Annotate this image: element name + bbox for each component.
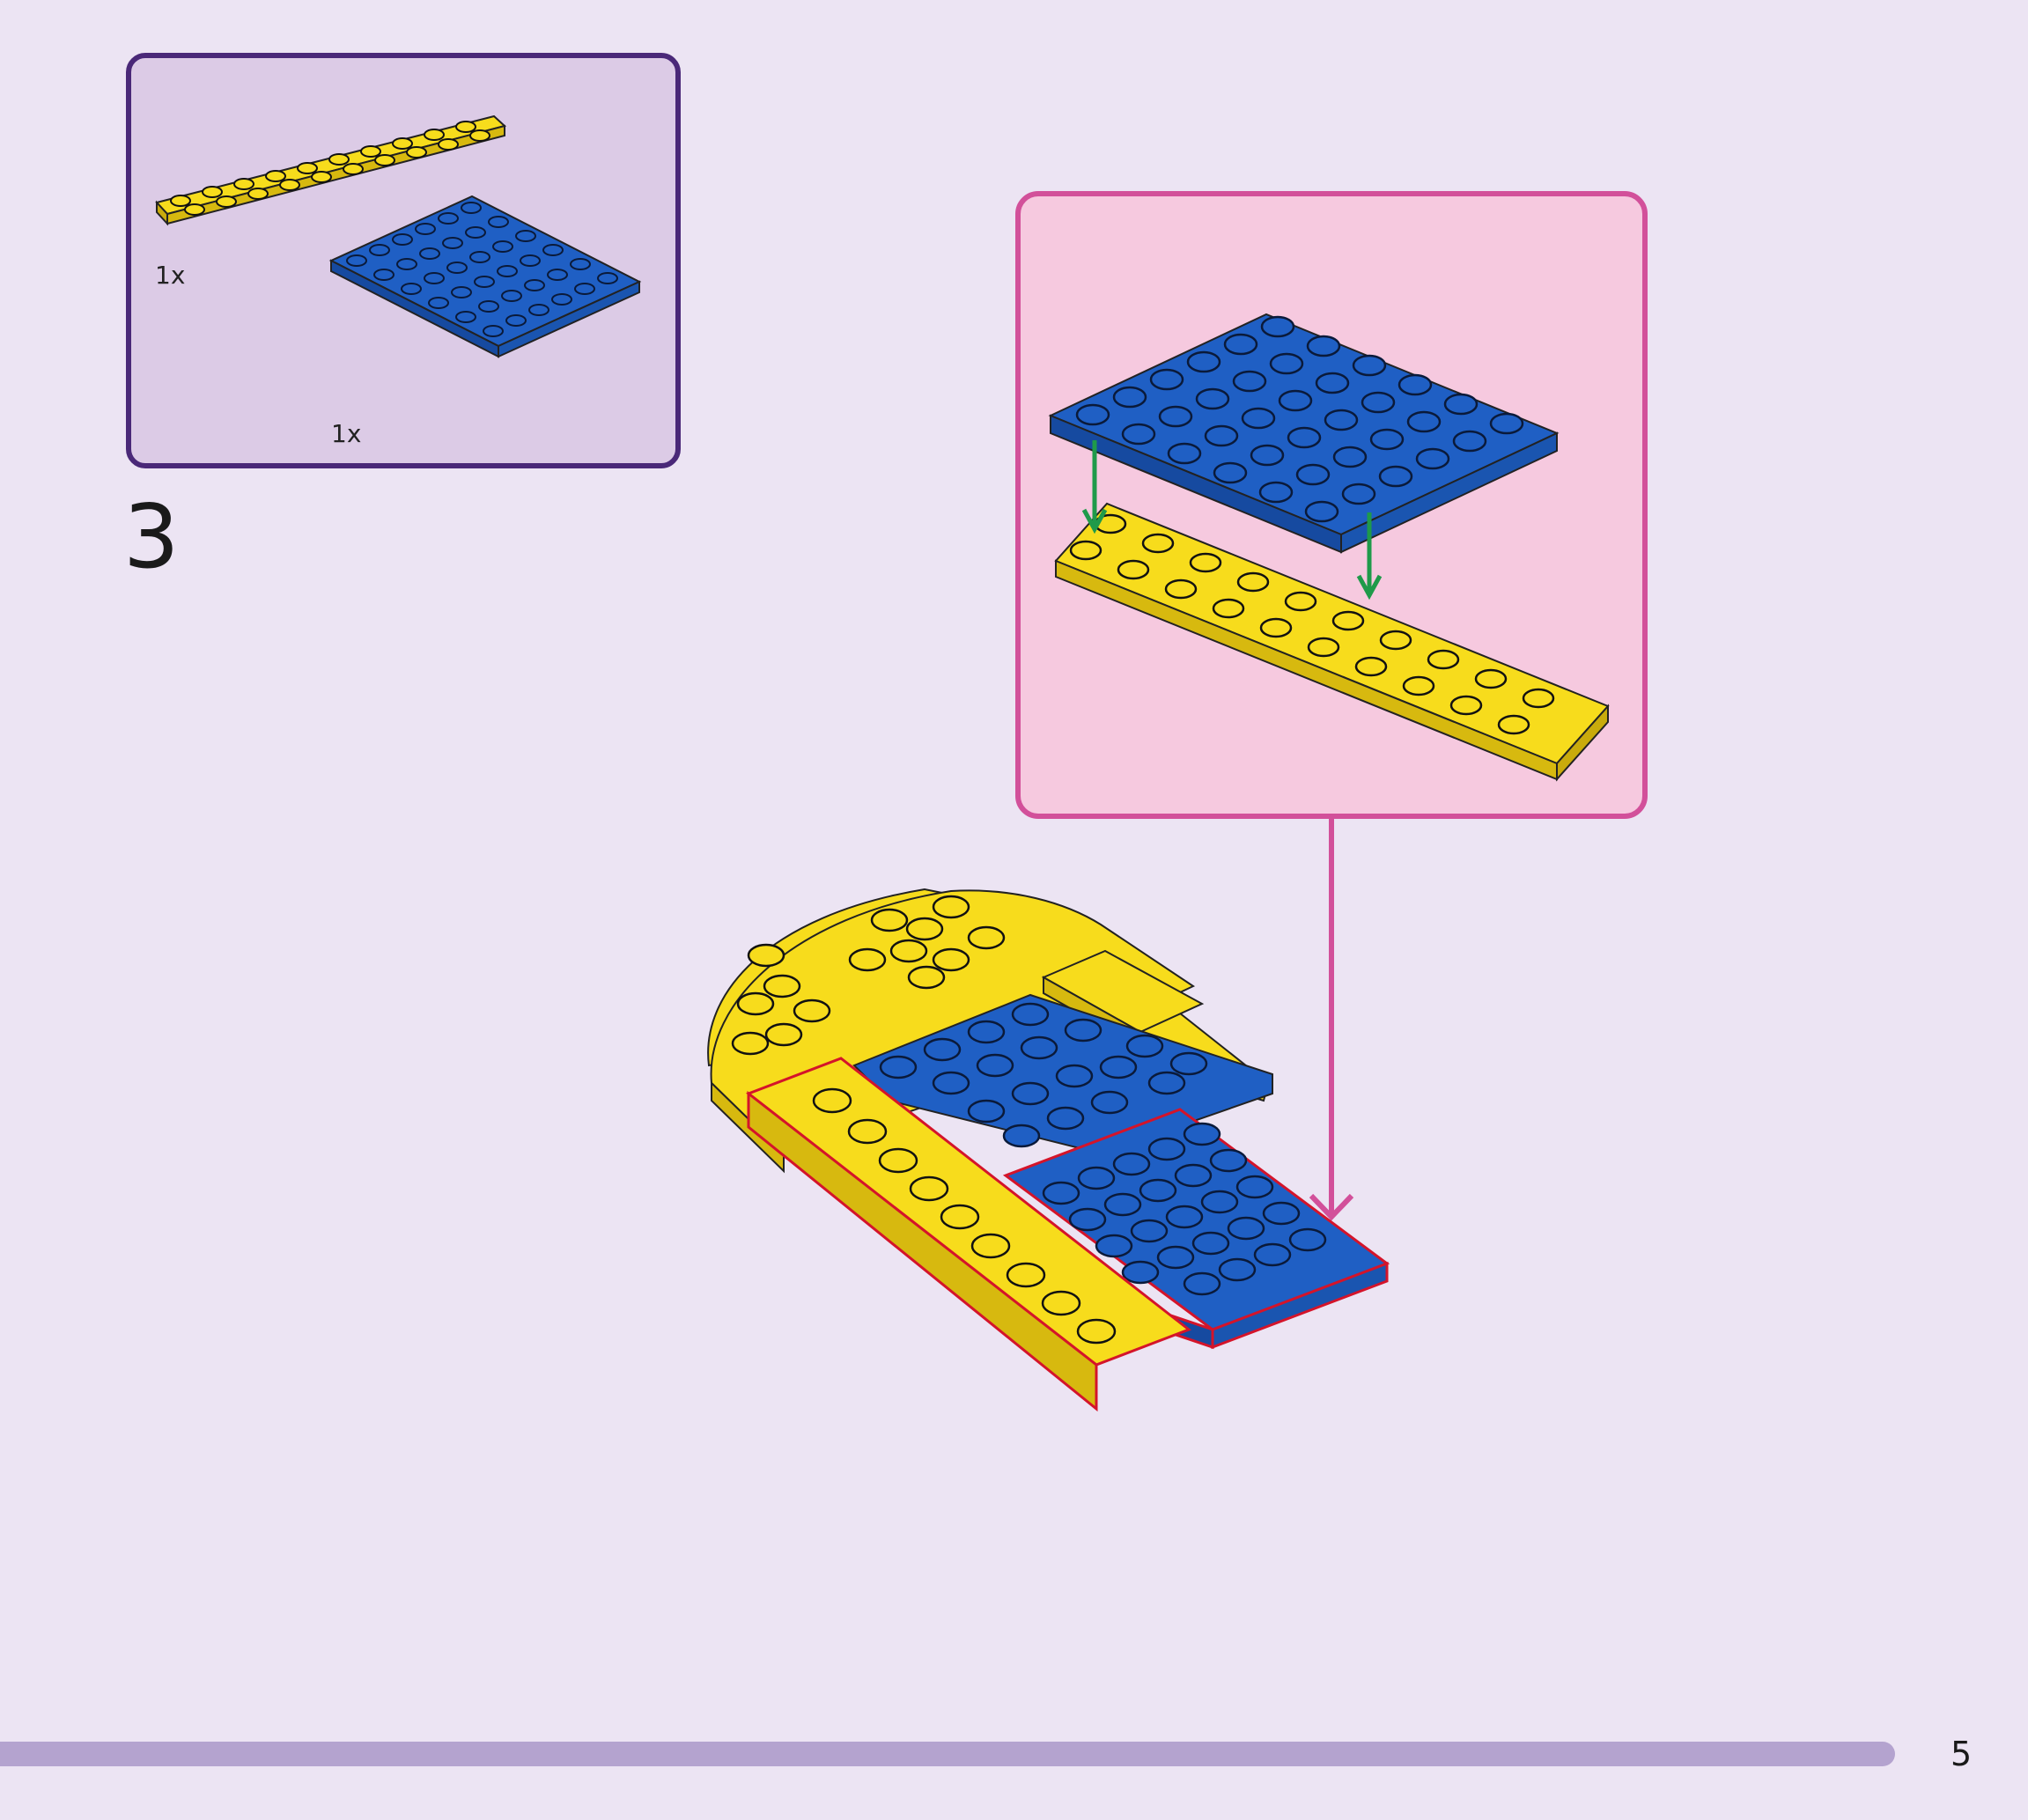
new-yellow-plate	[745, 1057, 1192, 1412]
sub-assembly-illustration	[1048, 313, 1610, 782]
page-number: 5	[1951, 1735, 1973, 1773]
step-number: 3	[123, 485, 180, 588]
main-model-illustration	[687, 863, 1435, 1444]
sub-assembly-callout	[1015, 191, 1648, 819]
quantity-label-blue-plate: 1x	[331, 419, 362, 448]
green-arrow-icon	[1081, 440, 1383, 601]
yellow-plate-part-icon	[155, 114, 642, 358]
blue-plate-illustration	[1048, 313, 1560, 554]
blue-plate-part-icon	[328, 195, 642, 358]
quantity-label-yellow-plate: 1x	[155, 261, 186, 290]
progress-bar	[0, 1742, 1895, 1766]
parts-list-box: 1x 1x	[126, 53, 681, 468]
build-model	[707, 888, 1390, 1412]
